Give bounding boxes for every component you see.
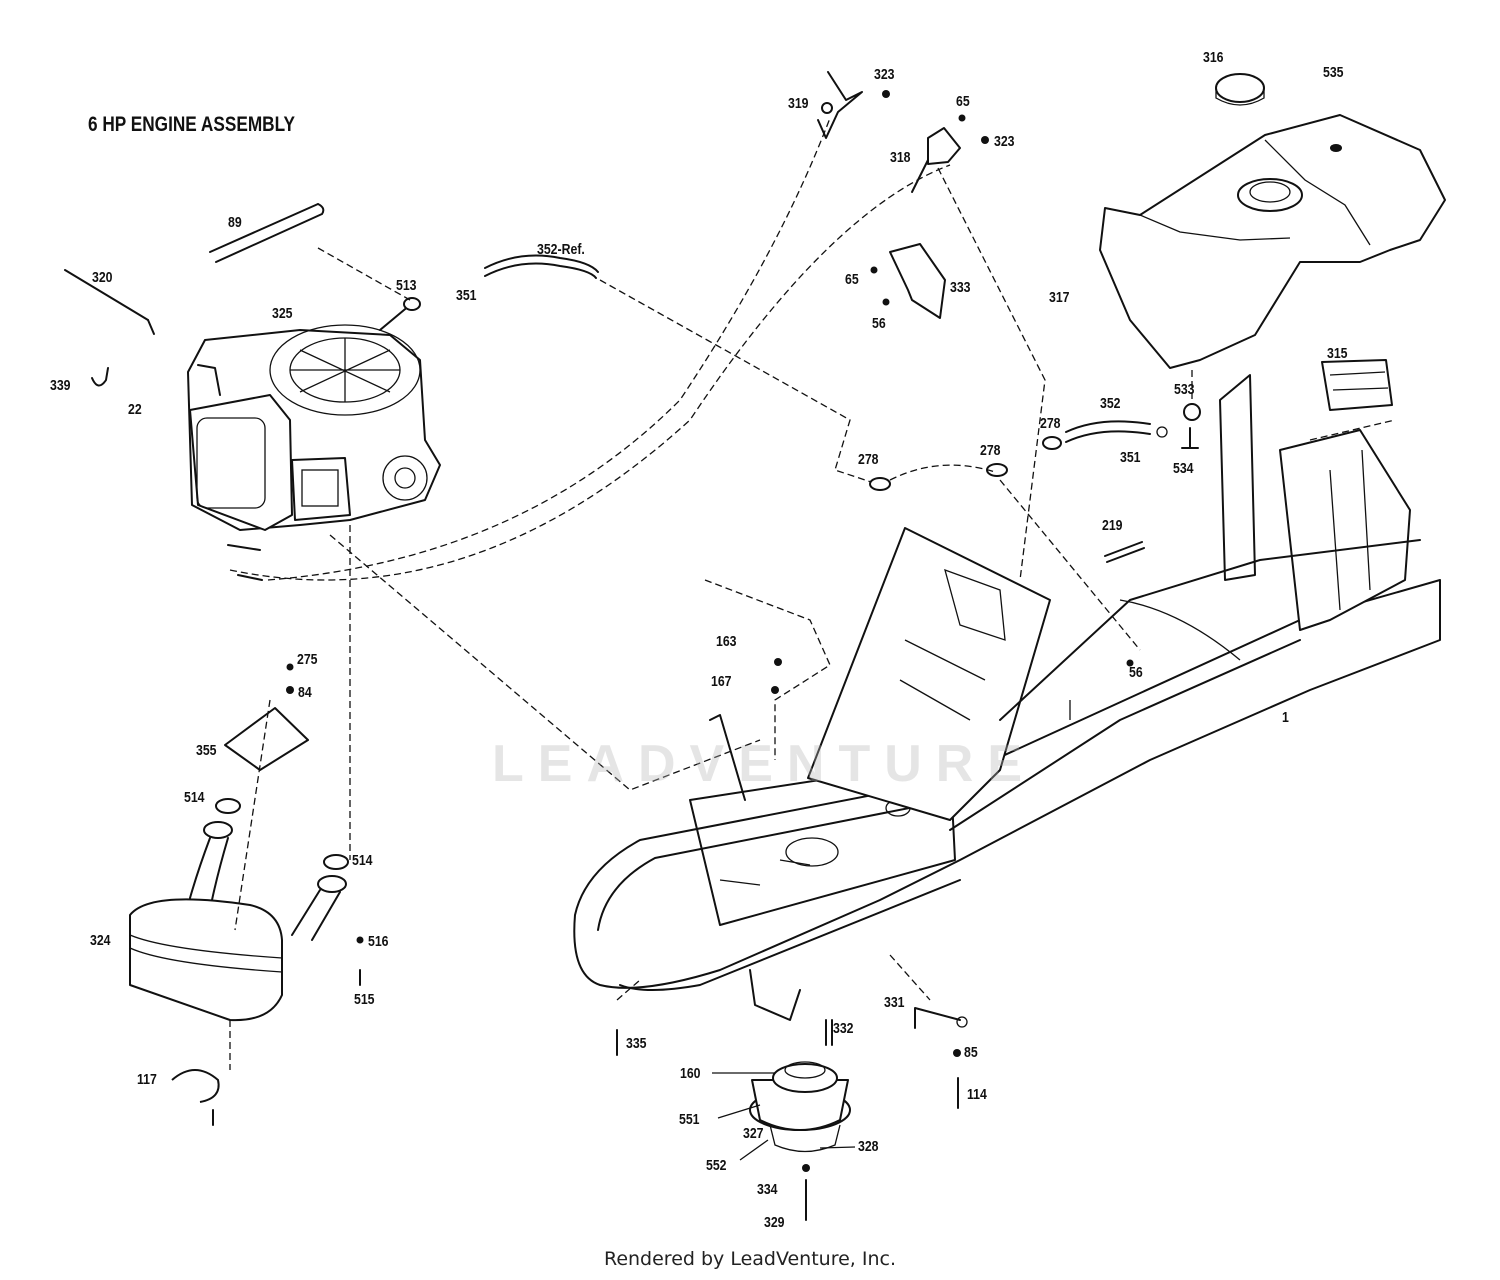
gasket-514-b bbox=[323, 854, 349, 870]
part-label-278-c: 278 bbox=[1040, 415, 1061, 432]
part-label-332: 332 bbox=[833, 1020, 854, 1037]
fuel-tank-317 bbox=[1099, 114, 1446, 369]
part-label-56-a: 56 bbox=[872, 315, 886, 332]
part-label-328: 328 bbox=[858, 1138, 879, 1155]
pin-219 bbox=[1104, 541, 1145, 563]
frame-1 bbox=[573, 374, 1441, 1021]
part-label-275: 275 bbox=[297, 651, 318, 668]
part-label-352-ref: 352-Ref. bbox=[537, 241, 585, 258]
dipstick-513 bbox=[379, 304, 411, 331]
part-label-319: 319 bbox=[788, 95, 809, 112]
part-label-516: 516 bbox=[368, 933, 389, 950]
clamp-117 bbox=[171, 1069, 220, 1103]
part-label-333: 333 bbox=[950, 279, 971, 296]
rod-331 bbox=[914, 1007, 961, 1029]
heat-shield-355 bbox=[224, 707, 309, 771]
part-label-335: 335 bbox=[626, 1035, 647, 1052]
foam-block-315 bbox=[1321, 359, 1393, 411]
cable-320 bbox=[64, 269, 149, 321]
part-label-315: 315 bbox=[1327, 345, 1348, 362]
tube-89 bbox=[209, 203, 325, 263]
part-label-65-b: 65 bbox=[845, 271, 859, 288]
part-label-318: 318 bbox=[890, 149, 911, 166]
part-label-339: 339 bbox=[50, 377, 71, 394]
fuel-hose-352ref bbox=[484, 254, 599, 273]
clamp-278-a bbox=[869, 477, 891, 491]
part-label-117: 117 bbox=[137, 1071, 157, 1088]
part-label-89: 89 bbox=[228, 214, 242, 231]
key-332 bbox=[825, 1019, 833, 1046]
part-label-351-b: 351 bbox=[1120, 449, 1141, 466]
part-label-278-b: 278 bbox=[980, 442, 1001, 459]
part-label-323-a: 323 bbox=[874, 66, 895, 83]
part-label-323-b: 323 bbox=[994, 133, 1015, 150]
pto-clutch-160 bbox=[749, 1061, 851, 1153]
grommet-533 bbox=[1183, 403, 1201, 421]
control-lever-319 bbox=[817, 71, 863, 139]
part-label-65-a: 65 bbox=[956, 93, 970, 110]
part-label-552: 552 bbox=[706, 1157, 727, 1174]
diagram-title: 6 HP ENGINE ASSEMBLY bbox=[88, 113, 296, 136]
part-label-535: 535 bbox=[1323, 64, 1344, 81]
gasket-514-a bbox=[215, 798, 241, 814]
part-label-167: 167 bbox=[711, 673, 732, 690]
part-label-278-a: 278 bbox=[858, 451, 879, 468]
control-bracket-318 bbox=[927, 127, 961, 165]
fuel-cap-316 bbox=[1215, 73, 1265, 106]
part-label-355: 355 bbox=[196, 742, 217, 759]
part-label-114: 114 bbox=[967, 1086, 987, 1103]
part-label-160: 160 bbox=[680, 1065, 701, 1082]
part-label-351: 351 bbox=[456, 287, 477, 304]
part-label-317: 317 bbox=[1049, 289, 1070, 306]
footer-credit: Rendered by LeadVenture, Inc. bbox=[603, 1248, 897, 1270]
watermark: LEADVENTURE bbox=[492, 735, 1037, 793]
muffler-324 bbox=[129, 898, 283, 1022]
part-label-551: 551 bbox=[679, 1111, 700, 1128]
bracket-333 bbox=[889, 243, 946, 319]
part-label-56-b: 56 bbox=[1129, 664, 1143, 681]
part-label-84: 84 bbox=[298, 684, 312, 701]
part-label-513: 513 bbox=[396, 277, 417, 294]
part-label-1: 1 bbox=[1282, 709, 1289, 726]
part-label-514-b: 514 bbox=[352, 852, 373, 869]
part-label-352: 352 bbox=[1100, 395, 1121, 412]
part-label-331: 331 bbox=[884, 994, 905, 1011]
part-label-534: 534 bbox=[1173, 460, 1194, 477]
fuel-hose-352 bbox=[1065, 420, 1151, 443]
part-label-514-a: 514 bbox=[184, 789, 205, 806]
part-label-327: 327 bbox=[743, 1125, 764, 1142]
part-label-515: 515 bbox=[354, 991, 375, 1008]
clamp-278-c bbox=[1042, 436, 1062, 450]
engine-325 bbox=[187, 324, 441, 581]
part-label-163: 163 bbox=[716, 633, 737, 650]
part-label-85: 85 bbox=[964, 1044, 978, 1061]
part-label-219: 219 bbox=[1102, 517, 1123, 534]
part-label-334: 334 bbox=[757, 1181, 778, 1198]
part-label-325: 325 bbox=[272, 305, 293, 322]
part-label-22: 22 bbox=[128, 401, 142, 418]
hook-339 bbox=[91, 367, 109, 387]
part-label-324: 324 bbox=[90, 932, 111, 949]
part-label-316: 316 bbox=[1203, 49, 1224, 66]
part-label-533: 533 bbox=[1174, 381, 1195, 398]
part-label-320: 320 bbox=[92, 269, 113, 286]
part-label-329: 329 bbox=[764, 1214, 785, 1231]
